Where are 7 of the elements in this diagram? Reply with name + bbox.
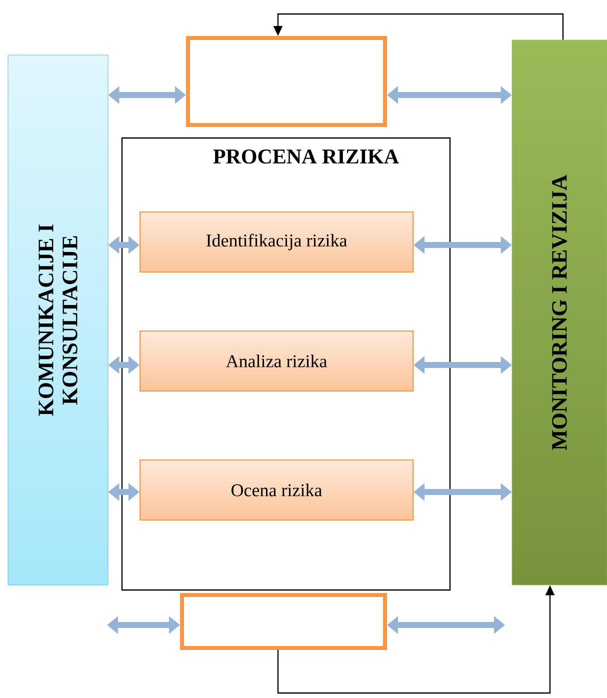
process-box: Ocena rizika xyxy=(140,460,414,520)
side-bar: KOMUNIKACIJE I KONSULTACIJE xyxy=(8,54,108,586)
process-box: Analiza rizika xyxy=(140,330,414,392)
side-bar: MONITORING I REVIZIJA xyxy=(512,40,607,586)
empty-box xyxy=(180,593,387,650)
process-box: Identifikacija rizika xyxy=(140,212,414,272)
empty-box xyxy=(186,36,387,127)
